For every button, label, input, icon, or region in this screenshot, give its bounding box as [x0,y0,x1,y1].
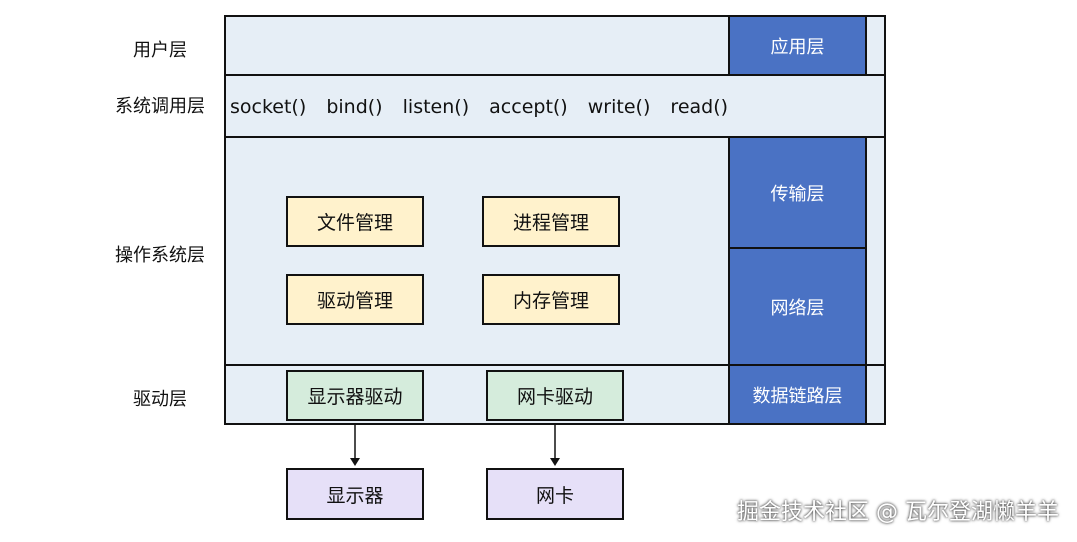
application-layer-label: 应用层 [770,36,825,58]
network-layer-label: 网络层 [770,297,825,319]
syscall-accept: accept() [489,96,568,118]
memory-management-label: 内存管理 [512,290,589,312]
os-layer-label: 操作系统层 [115,245,205,266]
syscall-socket: socket() [230,96,307,118]
network-layer-box: 网络层 [728,247,867,366]
datalink-layer-box: 数据链路层 [728,364,867,425]
memory-management-box: 内存管理 [482,274,620,325]
file-management-box: 文件管理 [286,196,424,247]
nic-box: 网卡 [486,468,624,520]
user-layer-label: 用户层 [133,40,187,61]
display-label: 显示器 [326,484,384,507]
driver-layer-label: 驱动层 [133,389,187,410]
syscall-layer-row [224,74,886,138]
syscall-layer-label: 系统调用层 [115,96,205,117]
syscall-bind: bind() [326,96,383,118]
transport-layer-box: 传输层 [728,136,867,249]
nic-label: 网卡 [535,484,574,507]
watermark: 掘金技术社区 @ 瓦尔登湖懒羊羊 [737,500,1059,525]
display-driver-label: 显示器驱动 [307,386,403,408]
nic-driver-label: 网卡驱动 [516,386,593,408]
syscall-write: write() [587,96,651,118]
datalink-layer-label: 数据链路层 [752,385,843,407]
nic-arrow-head [550,458,560,466]
file-management-label: 文件管理 [316,212,393,234]
nic-driver-box: 网卡驱动 [486,370,624,421]
syscall-listen: listen() [402,96,470,118]
process-management-label: 进程管理 [512,212,589,234]
display-box: 显示器 [286,468,424,520]
syscall-read: read() [670,96,729,118]
transport-layer-label: 传输层 [770,183,825,205]
display-arrow-head [350,458,360,466]
driver-management-label: 驱动管理 [316,290,393,312]
process-management-box: 进程管理 [482,196,620,247]
display-driver-box: 显示器驱动 [286,370,424,421]
application-layer-box: 应用层 [728,15,867,76]
driver-management-box: 驱动管理 [286,274,424,325]
syscall-list: socket() bind() listen() accept() write(… [230,96,742,118]
